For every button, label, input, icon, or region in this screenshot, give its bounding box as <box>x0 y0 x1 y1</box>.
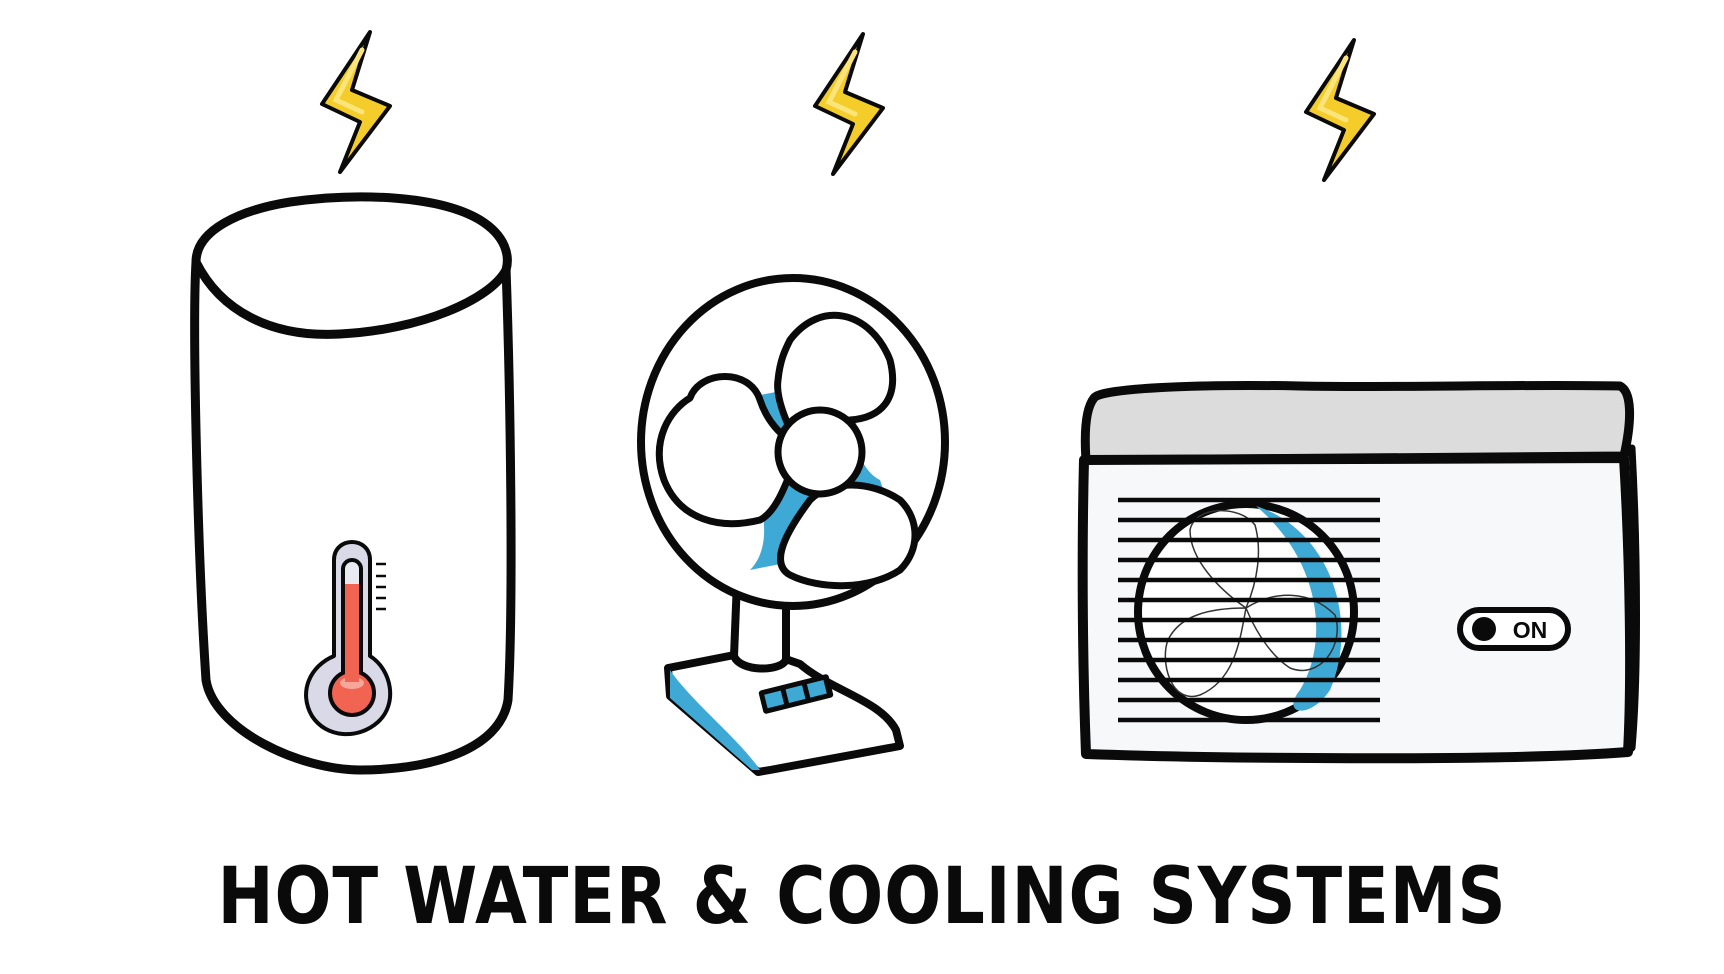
ac-unit-icon: ON <box>1077 380 1640 764</box>
caption-title: HOT WATER & COOLING SYSTEMS <box>217 852 1507 942</box>
lightning-bolt-icon <box>1304 38 1376 182</box>
power-switch-label: ON <box>1513 617 1548 643</box>
fan-icon <box>637 274 949 776</box>
fan-control-buttons <box>758 674 834 714</box>
lightning-bolt-icon <box>320 30 392 174</box>
power-switch[interactable]: ON <box>1457 607 1571 651</box>
water-heater-icon <box>190 192 516 775</box>
thermometer-icon <box>304 540 393 736</box>
lightning-bolt-icon <box>813 32 885 176</box>
ac-fan-grille <box>1118 497 1380 724</box>
fan-base <box>664 646 904 776</box>
